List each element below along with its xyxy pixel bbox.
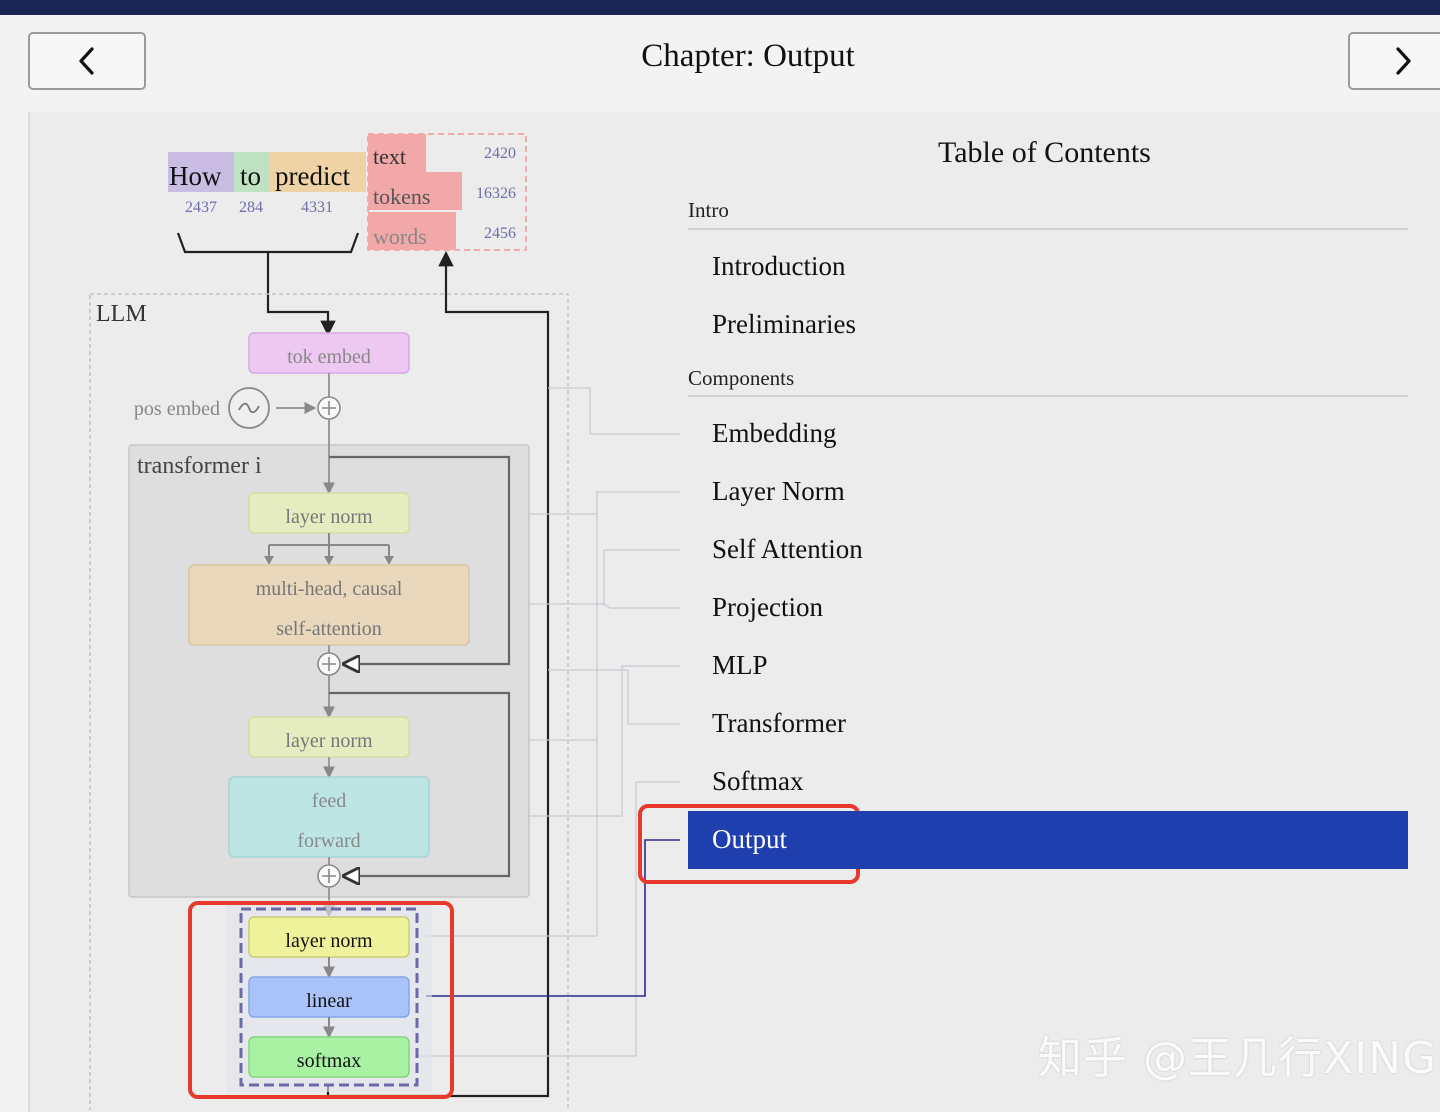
next-chapter-button[interactable]: [1348, 32, 1440, 90]
output-token-words: words: [373, 224, 427, 249]
toc-item-embedding[interactable]: Embedding: [712, 418, 837, 448]
output-prob-tokens: 16326: [476, 185, 516, 202]
token-id-how: 2437: [185, 199, 217, 216]
transformer-label: transformer i: [137, 453, 262, 479]
highlight-output-head: [188, 901, 454, 1099]
output-token-text: text: [373, 144, 406, 169]
toc-divider: [688, 395, 1408, 397]
token-id-predict: 4331: [301, 199, 333, 216]
tok-embed-label: tok embed: [287, 346, 371, 368]
toc-item-introduction[interactable]: Introduction: [712, 251, 846, 281]
toc-section-intro: Intro: [688, 198, 729, 222]
layer-norm-1-label: layer norm: [285, 506, 373, 528]
pos-embed-label: pos embed: [134, 398, 220, 420]
chapter-title: Chapter: Output: [641, 38, 855, 74]
attention-label-2: self-attention: [276, 618, 382, 640]
attention-label-1: multi-head, causal: [256, 578, 403, 600]
top-bar: [0, 0, 1440, 15]
chevron-left-icon: [79, 47, 94, 75]
token-how: How: [169, 161, 222, 191]
previous-chapter-button[interactable]: [28, 32, 146, 90]
ffn-label-2: forward: [297, 830, 360, 852]
qkv-split: [268, 533, 390, 563]
watermark: 知乎 @王几行XING: [1038, 1033, 1438, 1084]
sine-wave-icon: [238, 402, 260, 414]
input-arrow: [266, 252, 336, 337]
token-predict: predict: [275, 161, 350, 191]
output-return-arrow: [326, 250, 550, 1098]
token-to-bg: [234, 152, 270, 192]
toc-item-self-attention[interactable]: Self Attention: [712, 534, 863, 564]
toc-item-preliminaries[interactable]: Preliminaries: [712, 309, 856, 339]
toc-divider: [688, 228, 1408, 230]
token-id-to: 284: [239, 199, 263, 216]
softmax-label: softmax: [297, 1050, 361, 1072]
output-prob-text: 2420: [484, 145, 516, 162]
toc-item-layer-norm[interactable]: Layer Norm: [712, 476, 845, 506]
toc-item-transformer[interactable]: Transformer: [712, 708, 846, 738]
input-bracket: [176, 232, 360, 254]
qkv-arrowheads: [264, 556, 394, 565]
token-to: to: [240, 161, 261, 191]
output-head-box: [239, 907, 419, 1087]
plus-icon: [322, 657, 336, 671]
output-token-tokens: tokens: [373, 184, 430, 209]
output-bar-words: [368, 212, 456, 250]
plus-icon: [322, 869, 336, 883]
layer-norm-2-label: layer norm: [285, 730, 373, 752]
output-prob-words: 2456: [484, 225, 516, 242]
token-predict-bg: [270, 152, 366, 192]
residual-2: [329, 691, 511, 876]
toc-section-components: Components: [688, 366, 795, 390]
llm-label: LLM: [96, 301, 147, 327]
output-connector: [426, 839, 680, 997]
chevron-right-icon: [1396, 47, 1411, 75]
plus-icon: [322, 401, 336, 415]
residual-1: [329, 455, 511, 664]
ffn-label-1: feed: [312, 790, 346, 812]
toc-item-output[interactable]: Output: [688, 811, 1408, 869]
output-bar-tokens: [368, 172, 462, 210]
toc-item-softmax[interactable]: Softmax: [712, 766, 804, 796]
llm-box: [89, 293, 569, 1110]
toc-item-mlp[interactable]: MLP: [712, 650, 768, 680]
output-bar-text: [368, 134, 426, 172]
toc-item-projection[interactable]: Projection: [712, 592, 823, 622]
token-how-bg: [168, 152, 234, 192]
linear-label: linear: [306, 990, 352, 1012]
final-layer-norm-label: layer norm: [285, 930, 373, 952]
toc-title: Table of Contents: [938, 136, 1151, 169]
softmax-block: [248, 1036, 410, 1078]
